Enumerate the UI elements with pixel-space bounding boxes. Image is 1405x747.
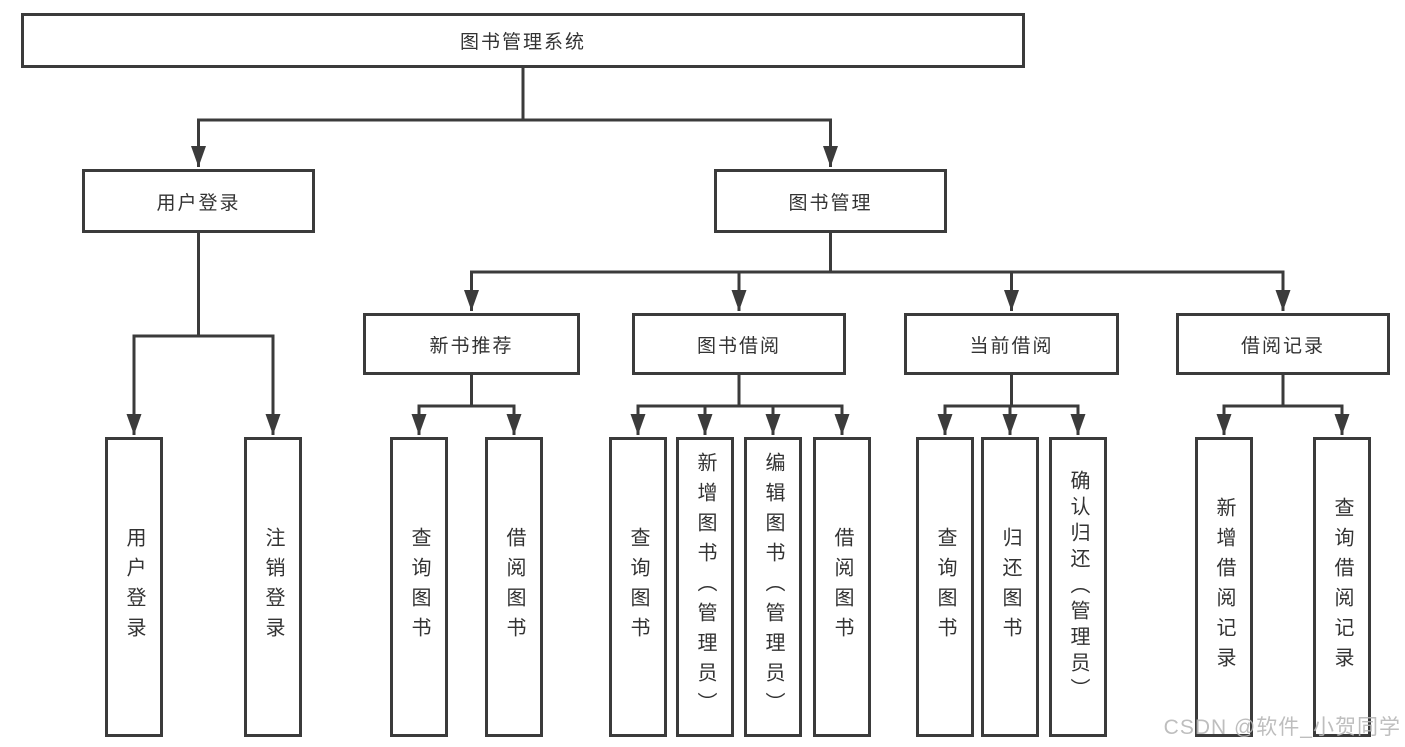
leaf-logout: 注销登录: [244, 437, 302, 737]
leaf-user-login: 用户登录: [105, 437, 163, 737]
leaf-return-book: 归还图书: [981, 437, 1039, 737]
leaf-add-book-admin-label: 新增图书（管理员）: [694, 452, 716, 722]
leaf-borrow-books-recommend: 借阅图书: [485, 437, 543, 737]
node-current-borrow-label: 当前借阅: [969, 335, 1054, 357]
leaf-edit-book-admin-label: 编辑图书（管理员）: [762, 452, 784, 722]
leaf-borrow-books-recommend-label: 借阅图书: [503, 527, 525, 647]
leaf-edit-book-admin: 编辑图书（管理员）: [744, 437, 802, 737]
leaf-query-books-current: 查询图书: [916, 437, 974, 737]
node-new-book-recommend: 新书推荐: [363, 313, 580, 375]
leaf-logout-label: 注销登录: [262, 527, 284, 647]
node-root: 图书管理系统: [21, 13, 1025, 68]
node-root-label: 图书管理系统: [459, 32, 586, 53]
leaf-return-book-label: 归还图书: [999, 527, 1021, 647]
node-user-login: 用户登录: [82, 169, 315, 233]
leaf-add-borrow-record: 新增借阅记录: [1195, 437, 1253, 737]
leaf-query-borrow-record-label: 查询借阅记录: [1331, 497, 1353, 677]
node-borrow-records: 借阅记录: [1176, 313, 1390, 375]
node-book-management: 图书管理: [714, 169, 947, 233]
node-new-book-recommend-label: 新书推荐: [429, 335, 514, 357]
leaf-query-borrow-record: 查询借阅记录: [1313, 437, 1371, 737]
node-book-borrow: 图书借阅: [632, 313, 846, 375]
watermark-text: CSDN @软件_小贺同学: [1163, 716, 1401, 739]
leaf-borrow-books-2-label: 借阅图书: [831, 527, 853, 647]
node-current-borrow: 当前借阅: [904, 313, 1119, 375]
leaf-user-login-label: 用户登录: [123, 527, 145, 647]
leaf-add-book-admin: 新增图书（管理员）: [676, 437, 734, 737]
node-borrow-records-label: 借阅记录: [1240, 335, 1325, 357]
leaf-confirm-return-admin: 确认归还（管理员）: [1049, 437, 1107, 737]
node-book-borrow-label: 图书借阅: [696, 335, 781, 357]
leaf-borrow-books-2: 借阅图书: [813, 437, 871, 737]
node-user-login-label: 用户登录: [156, 192, 241, 214]
node-book-management-label: 图书管理: [788, 192, 873, 214]
leaf-confirm-return-admin-label: 确认归还（管理员）: [1067, 470, 1089, 704]
leaf-query-books-borrow-label: 查询图书: [627, 527, 649, 647]
leaf-query-books-borrow: 查询图书: [609, 437, 667, 737]
leaf-add-borrow-record-label: 新增借阅记录: [1213, 497, 1235, 677]
leaf-query-books-current-label: 查询图书: [934, 527, 956, 647]
leaf-query-books-recommend-label: 查询图书: [408, 527, 430, 647]
leaf-query-books-recommend: 查询图书: [390, 437, 448, 737]
